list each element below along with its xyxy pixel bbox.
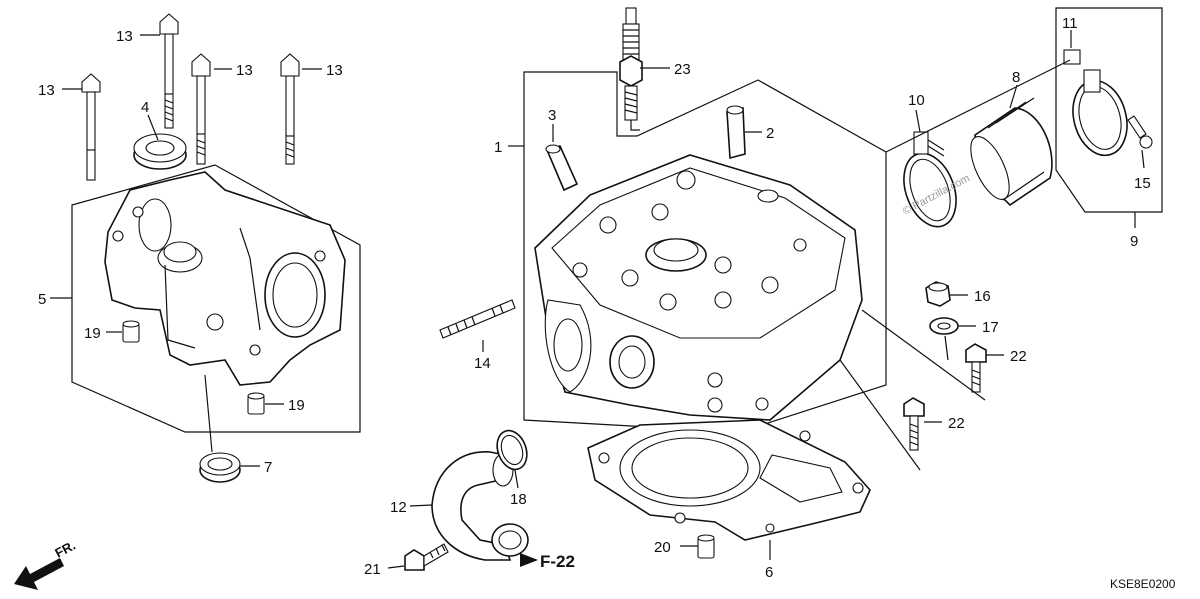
callout-5: 5 — [38, 291, 46, 308]
insulator-tube-8[interactable] — [963, 97, 1053, 207]
bolt-13-left[interactable] — [81, 73, 101, 181]
group-outline-band-assembly — [1055, 7, 1163, 213]
oil-seal-4[interactable] — [133, 133, 187, 170]
callout-17: 17 — [982, 319, 999, 336]
bolt-22-upper[interactable] — [965, 343, 987, 393]
spark-plug-23[interactable] — [619, 7, 643, 131]
o-ring-18[interactable] — [492, 426, 532, 473]
nut-16[interactable] — [925, 281, 951, 307]
group-outline-camshaft-holder — [71, 164, 361, 433]
callout-13-upper: 13 — [116, 28, 133, 45]
band-9-clamp[interactable] — [1065, 69, 1135, 161]
callout-16: 16 — [974, 288, 991, 305]
callout-12: 12 — [390, 499, 407, 516]
callout-2: 2 — [766, 125, 774, 142]
reference-label: F-22 — [540, 552, 575, 571]
group-outline-cylinder-head — [523, 71, 887, 433]
dowel-pin-20[interactable] — [697, 534, 715, 559]
callout-19-upper: 19 — [84, 325, 101, 342]
callout-21: 21 — [364, 561, 381, 578]
callout-6: 6 — [765, 564, 773, 581]
water-joint-12[interactable] — [431, 451, 529, 561]
bolt-22-lower[interactable] — [903, 397, 925, 451]
callout-9: 9 — [1130, 233, 1138, 250]
bolt-13-right[interactable] — [280, 53, 300, 165]
front-direction-indicator: FR. — [14, 538, 78, 590]
callout-20: 20 — [654, 539, 671, 556]
front-label: FR. — [52, 538, 78, 561]
bolt-13-middle[interactable] — [191, 53, 211, 165]
callout-1: 1 — [494, 139, 502, 156]
seal-ring-7[interactable] — [199, 374, 241, 483]
band-10[interactable] — [894, 131, 965, 234]
camshaft-holder-5[interactable] — [104, 171, 346, 386]
callout-13-middle: 13 — [236, 62, 253, 79]
reference-arrow[interactable]: F-22 — [520, 552, 575, 571]
screw-15[interactable] — [1127, 115, 1153, 149]
diagram-code: KSE8E0200 — [1110, 577, 1176, 591]
callout-18: 18 — [510, 491, 527, 508]
cylinder-head-1[interactable] — [534, 154, 863, 421]
callout-13-left: 13 — [38, 82, 55, 99]
callout-22-lower: 22 — [948, 415, 965, 432]
callout-8: 8 — [1012, 69, 1020, 86]
valve-guide-3[interactable] — [545, 144, 579, 192]
leader-lines — [50, 30, 1145, 569]
valve-guide-2[interactable] — [726, 105, 746, 160]
callout-3: 3 — [548, 107, 556, 124]
bolt-13-upper[interactable] — [159, 13, 179, 129]
callout-10: 10 — [908, 92, 925, 109]
callout-7: 7 — [264, 459, 272, 476]
callout-22-upper: 22 — [1010, 348, 1027, 365]
gasket-6[interactable] — [587, 419, 871, 541]
washer-17[interactable] — [929, 317, 959, 335]
callout-13-right: 13 — [326, 62, 343, 79]
callout-15: 15 — [1134, 175, 1151, 192]
dowel-pin-19-upper[interactable] — [122, 320, 140, 343]
callout-19-lower: 19 — [288, 397, 305, 414]
stud-bolt-14[interactable] — [439, 299, 516, 339]
callout-14: 14 — [474, 355, 491, 372]
dowel-pin-19-lower[interactable] — [247, 392, 265, 415]
callout-11: 11 — [1062, 15, 1078, 32]
callout-23: 23 — [674, 61, 691, 78]
callout-4: 4 — [141, 99, 149, 116]
bolt-21[interactable] — [404, 543, 449, 571]
